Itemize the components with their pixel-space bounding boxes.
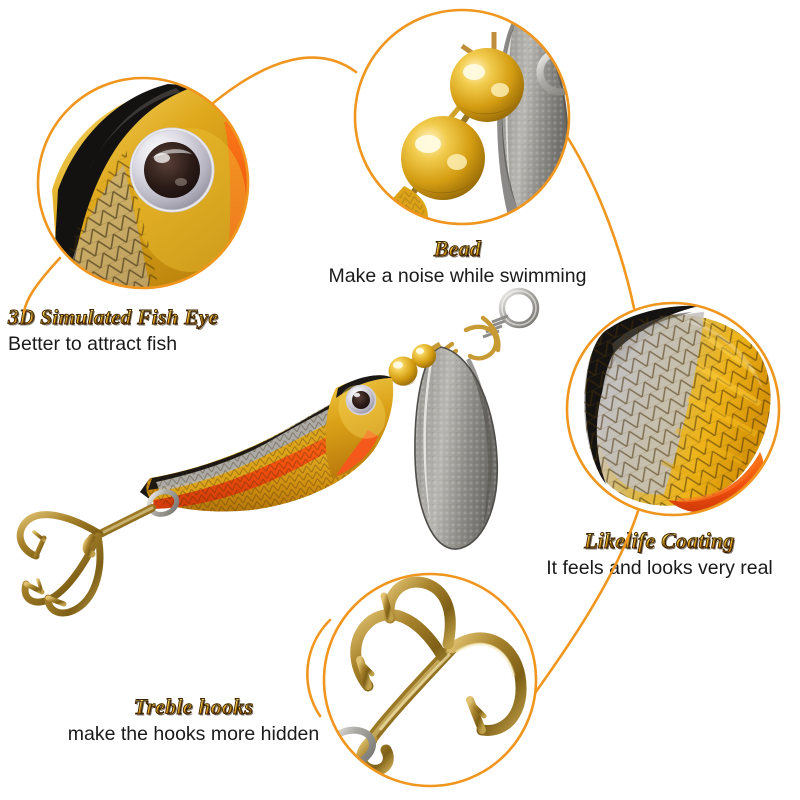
coating-closeup bbox=[565, 301, 781, 517]
callout-fish-eye-subtitle: Better to attract fish bbox=[8, 333, 178, 355]
callout-fish-eye-title: 3D Simulated Fish Eye bbox=[8, 305, 219, 330]
callout-bead-subtitle: Make a noise while swimming bbox=[328, 265, 587, 287]
clevis-wire bbox=[463, 324, 499, 361]
connector-hooks-left bbox=[306, 618, 332, 718]
callout-likelife-coating: Likelife Coating It feels and looks very… bbox=[527, 528, 792, 580]
connector-eye-tail bbox=[22, 256, 62, 314]
spinner-blade bbox=[414, 346, 499, 550]
callout-treble-hooks: Treble hooks make the hooks more hidden bbox=[55, 694, 332, 746]
lure-split-ring bbox=[498, 287, 540, 329]
lure-bead-small bbox=[412, 344, 436, 368]
treble-hooks-closeup bbox=[322, 572, 538, 788]
lure-fish-eye bbox=[345, 384, 377, 416]
callout-likelife-coating-title: Likelife Coating bbox=[527, 528, 792, 554]
callout-fish-eye: 3D Simulated Fish Eye Better to attract … bbox=[8, 305, 219, 356]
bead-closeup bbox=[353, 8, 571, 226]
callout-bead-title: Bead bbox=[325, 236, 590, 262]
lure-body bbox=[140, 375, 394, 512]
lure-treble-hook bbox=[16, 504, 156, 617]
connector-coating-down bbox=[528, 503, 642, 702]
connector-eye-to-bead bbox=[210, 56, 358, 106]
fish-eye-closeup bbox=[36, 76, 250, 290]
callout-likelife-coating-subtitle: It feels and looks very real bbox=[546, 557, 773, 579]
connector-bead-to-coating bbox=[566, 136, 636, 310]
main-lure bbox=[16, 287, 540, 617]
callout-treble-hooks-title: Treble hooks bbox=[55, 694, 332, 720]
callout-bead: Bead Make a noise while swimming bbox=[325, 236, 590, 288]
callout-treble-hooks-subtitle: make the hooks more hidden bbox=[67, 723, 320, 745]
lure-bead-large bbox=[388, 356, 418, 387]
